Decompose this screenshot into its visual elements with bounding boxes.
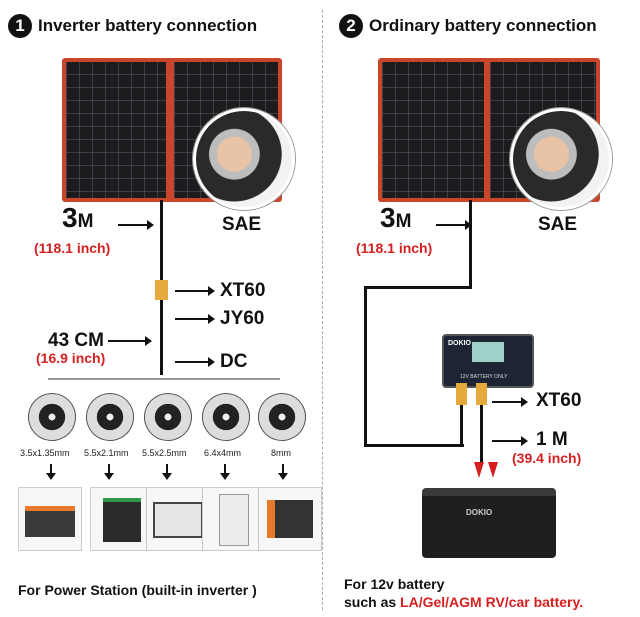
down-arrow	[220, 464, 230, 480]
clip-red	[488, 462, 498, 478]
plug-8mm	[249, 384, 315, 450]
power-station-device	[90, 487, 154, 551]
cable-length-arrow	[436, 220, 472, 230]
extension-length: 43 CM	[48, 330, 104, 351]
cable	[480, 444, 483, 464]
power-station-device	[18, 487, 82, 551]
xt60-connector	[155, 280, 168, 300]
cable-length-arrow	[118, 220, 154, 230]
cable-length-inches: (118.1 inch)	[34, 240, 111, 256]
car-battery: DOKIO	[422, 488, 556, 558]
step-badge: 1	[8, 14, 32, 38]
plug-5.5x2.5	[135, 384, 201, 450]
section-title-ordinary: 2 Ordinary battery connection	[339, 14, 597, 38]
battery-types: LA/Gel/AGM RV/car battery.	[400, 594, 584, 610]
plug-3.5x1.35	[19, 384, 85, 450]
dc-label: DC	[220, 351, 248, 372]
xt60-arrow	[492, 397, 528, 407]
power-station-device	[202, 487, 266, 551]
plug-size-label: 3.5x1.35mm	[20, 448, 70, 458]
cable	[364, 444, 464, 447]
plug-size-label: 5.5x2.5mm	[142, 448, 187, 458]
down-arrow	[278, 464, 288, 480]
step-badge: 2	[339, 14, 363, 38]
jy60-arrow	[175, 314, 215, 324]
battery-brand: DOKIO	[466, 508, 493, 517]
charge-controller: DOKIO 12V BATTERY ONLY	[442, 334, 534, 388]
power-station-device	[146, 487, 210, 551]
cable	[364, 286, 472, 289]
down-arrow	[104, 464, 114, 480]
xt60-label: XT60	[220, 280, 266, 301]
controller-label: 12V BATTERY ONLY	[460, 374, 508, 380]
cable	[480, 384, 483, 444]
sae-connector-zoom	[510, 108, 612, 210]
section-divider	[322, 10, 323, 610]
footer-left: For Power Station (built-in inverter )	[18, 582, 257, 598]
distribution-line	[48, 378, 280, 380]
plug-size-label: 6.4x4mm	[204, 448, 242, 458]
section-title-inverter: 1 Inverter battery connection	[8, 14, 257, 38]
down-arrow	[162, 464, 172, 480]
cable-length: 3M	[380, 202, 412, 233]
clip-arrow	[492, 436, 528, 446]
sae-label: SAE	[222, 214, 262, 235]
clip-inches: (39.4 inch)	[512, 450, 582, 466]
xt60-label: XT60	[536, 390, 582, 411]
plug-size-label: 5.5x2.1mm	[84, 448, 129, 458]
section-title-text: Ordinary battery connection	[369, 16, 597, 35]
cable	[364, 286, 367, 446]
section-title-text: Inverter battery connection	[38, 16, 258, 35]
controller-screen	[472, 342, 504, 362]
plug-6.4x4	[193, 384, 259, 450]
clip-red	[474, 462, 484, 478]
extension-inches: (16.9 inch)	[36, 350, 106, 366]
power-station-device	[258, 487, 322, 551]
plug-size-label: 8mm	[271, 448, 291, 458]
down-arrow	[46, 464, 56, 480]
xt60-connector	[476, 383, 487, 405]
jy60-label: JY60	[220, 308, 265, 329]
sae-label: SAE	[538, 214, 578, 235]
clip-length: 1 M	[536, 429, 568, 450]
cable-length-inches: (118.1 inch)	[356, 240, 433, 256]
dc-arrow	[175, 357, 215, 367]
footer-right-line1: For 12v battery	[344, 576, 445, 592]
footer-right-line2: such as LA/Gel/AGM RV/car battery.	[344, 594, 584, 610]
controller-brand: DOKIO	[448, 340, 471, 347]
cable-length: 3M	[62, 202, 94, 233]
xt60-arrow	[175, 286, 215, 296]
plug-5.5x2.1	[77, 384, 143, 450]
extension-arrow	[108, 336, 152, 346]
sae-connector-zoom	[193, 108, 295, 210]
xt60-connector	[456, 383, 467, 405]
cable	[460, 384, 463, 444]
cable	[469, 200, 472, 288]
